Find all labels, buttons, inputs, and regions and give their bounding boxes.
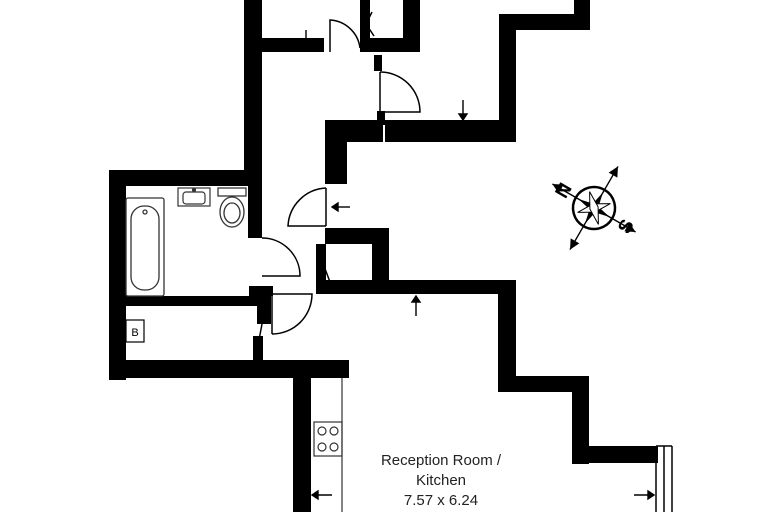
wall-segment xyxy=(249,286,273,296)
wall-segment xyxy=(109,170,126,380)
kitchen-hob xyxy=(313,421,343,457)
room-label-reception-kitchen: Reception Room / Kitchen 7.57 x 6.24 xyxy=(381,452,502,509)
room-dimensions: 7.57 x 6.24 xyxy=(404,492,478,509)
arrow-left xyxy=(310,489,332,501)
door-swing xyxy=(365,11,375,37)
wall-segment xyxy=(360,0,370,38)
wall-segment xyxy=(109,360,349,378)
door-leaf xyxy=(255,323,263,357)
wall-segment xyxy=(257,296,271,324)
wall-segment xyxy=(499,14,590,30)
direction-arrows xyxy=(300,30,656,501)
arrow-up xyxy=(410,294,422,316)
room-name-line2: Kitchen xyxy=(416,472,466,489)
wall-segment xyxy=(316,280,504,294)
washbasin xyxy=(177,187,211,207)
wall-segment xyxy=(372,228,389,292)
arrow-down xyxy=(300,30,312,50)
toilet xyxy=(217,187,247,228)
compass-north-letter: N xyxy=(552,180,577,202)
boiler: B xyxy=(125,319,145,343)
wall-segment xyxy=(248,186,262,238)
walls xyxy=(109,0,658,512)
door-swing xyxy=(329,19,361,52)
arrow-down xyxy=(457,100,469,122)
compass-south-letter: S xyxy=(614,216,639,237)
wall-segment xyxy=(385,120,516,142)
arrow-left xyxy=(330,201,350,213)
wall-segment xyxy=(572,376,589,464)
wall-segment xyxy=(498,280,516,392)
wall-segment xyxy=(316,244,326,288)
wall-segment xyxy=(293,360,311,512)
door-swing xyxy=(379,71,421,113)
door-swing xyxy=(261,237,301,277)
wall-segment xyxy=(403,0,420,52)
window xyxy=(655,445,673,512)
bathtub xyxy=(125,197,165,297)
wall-segment xyxy=(126,296,261,306)
doors xyxy=(255,11,421,357)
wall-segment xyxy=(374,55,382,71)
arrow-right xyxy=(634,489,656,501)
wall-segment xyxy=(572,446,658,463)
wall-segment xyxy=(499,14,516,142)
room-name-line1: Reception Room / xyxy=(381,452,502,469)
wall-segment xyxy=(244,52,262,186)
wall-segment xyxy=(325,120,347,184)
wall-segment xyxy=(109,170,262,186)
wall-segment xyxy=(377,111,385,125)
wall-segment xyxy=(244,38,324,52)
door-leaf xyxy=(317,249,331,283)
boiler-label: B xyxy=(131,327,138,339)
door-swing xyxy=(287,187,327,227)
compass: N S xyxy=(552,166,639,250)
door-swing xyxy=(271,293,313,335)
wall-segment xyxy=(498,376,589,392)
